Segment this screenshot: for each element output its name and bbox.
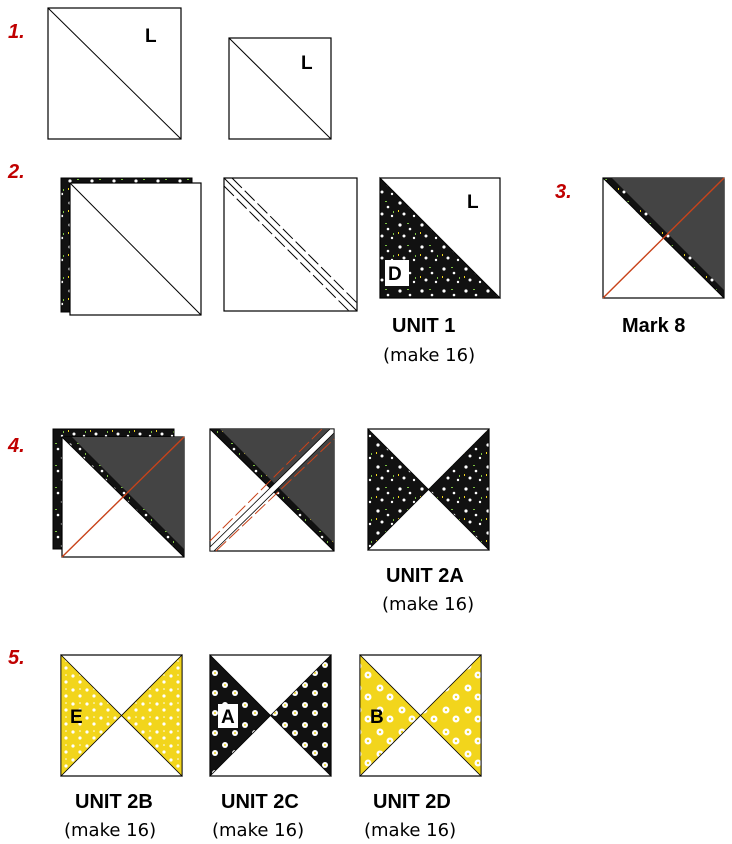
unit-2d-make: (make 16) (364, 820, 456, 841)
step-1-number: 1. (8, 21, 25, 43)
step-3-number: 3. (555, 181, 572, 203)
step-1-square-large (48, 8, 181, 139)
unit-2c-letter: A (221, 707, 235, 728)
unit-1-label-d: D (388, 264, 402, 285)
step-3-caption: Mark 8 (622, 315, 685, 337)
step-4-cut-square (210, 429, 334, 551)
step-4-number: 4. (7, 435, 25, 457)
step-1-label-l-large: L (145, 26, 157, 47)
unit-2c-make: (make 16) (212, 820, 304, 841)
unit-1-make: (make 16) (383, 345, 475, 366)
unit-2b-name: UNIT 2B (75, 791, 153, 813)
unit-2a-make: (make 16) (382, 594, 474, 615)
step-2-stitched-square (224, 178, 357, 311)
unit-2d-letter: B (370, 707, 384, 728)
step-3-marked-square (603, 178, 724, 298)
step-2-number: 2. (7, 161, 25, 183)
unit-2b-letter: E (70, 707, 83, 728)
step-4-layered-squares (53, 429, 184, 557)
unit-2a-block (368, 429, 489, 550)
step-5-number: 5. (8, 647, 25, 669)
step-1-label-l-small: L (301, 53, 313, 74)
unit-2b-make: (make 16) (64, 820, 156, 841)
unit-2d-name: UNIT 2D (373, 791, 451, 813)
step-1-square-small (229, 38, 331, 139)
unit-2a-name: UNIT 2A (386, 565, 464, 587)
unit-2c-name: UNIT 2C (221, 791, 299, 813)
unit-1-name: UNIT 1 (392, 315, 455, 337)
step-2-layered-squares (61, 178, 201, 315)
unit-1-label-l: L (467, 192, 479, 213)
